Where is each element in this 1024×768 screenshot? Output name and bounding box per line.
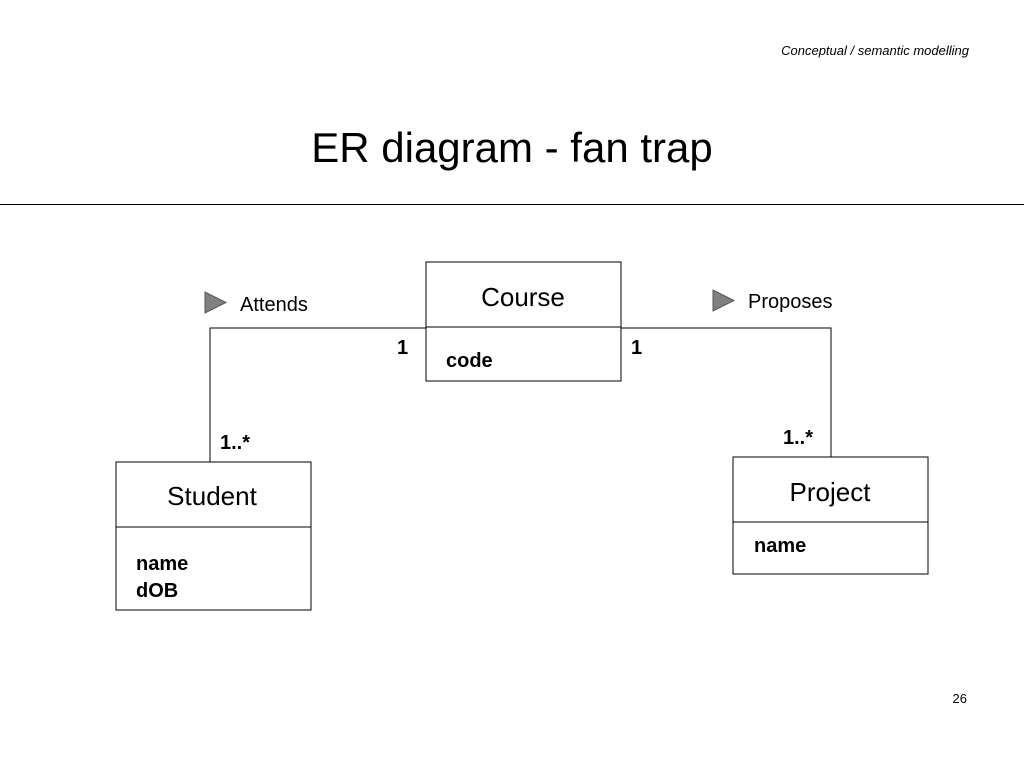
proposes-course-multiplicity: 1 <box>631 337 642 359</box>
proposes-project-multiplicity: 1..* <box>783 427 813 449</box>
entity-student-box <box>115 461 312 611</box>
title-divider <box>0 204 1024 205</box>
entity-course-attribute-code: code <box>446 350 493 372</box>
entity-student-attribute-dob: dOB <box>136 580 178 602</box>
attends-connector <box>209 327 426 462</box>
entity-project-name: Project <box>790 477 872 507</box>
slide-title: ER diagram - fan trap <box>311 124 713 171</box>
entity-student[interactable]: Student name dOB <box>115 461 312 611</box>
header-note: Conceptual / semantic modelling <box>781 43 969 58</box>
entity-project-box <box>732 456 929 575</box>
relationship-proposes-label: Proposes <box>748 291 833 313</box>
entity-project-attribute-name: name <box>754 535 806 557</box>
entity-project[interactable]: Project name <box>732 456 929 575</box>
entity-course-name: Course <box>481 282 565 312</box>
entity-course-box <box>425 261 622 382</box>
attends-direction-icon <box>204 291 228 314</box>
entity-student-name: Student <box>167 481 257 511</box>
relationship-attends-label: Attends <box>240 294 308 316</box>
attends-student-multiplicity: 1..* <box>220 432 250 454</box>
entity-course[interactable]: Course code <box>425 261 622 382</box>
proposes-connector <box>621 327 832 457</box>
entity-student-attribute-name: name <box>136 553 188 575</box>
proposes-direction-icon <box>712 289 736 312</box>
page-number: 26 <box>952 691 967 706</box>
attends-course-multiplicity: 1 <box>397 337 408 359</box>
